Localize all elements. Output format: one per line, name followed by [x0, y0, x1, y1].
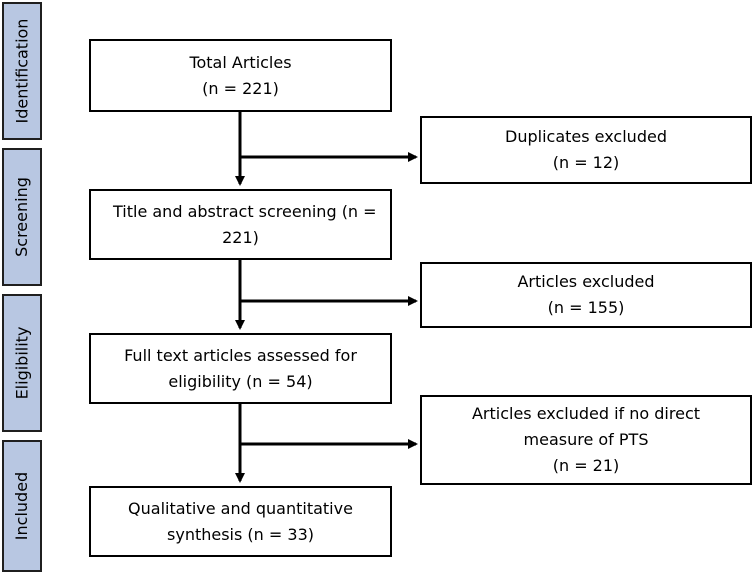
box-no-direct-measure-line1: Articles excluded if no direct — [471, 404, 701, 423]
box-duplicates-count: (n = 12) — [552, 153, 620, 172]
box-full-text-line1: Full text articles assessed for — [124, 345, 357, 365]
stage-eligibility: Eligibility — [2, 294, 42, 432]
stage-included-label: Included — [12, 471, 31, 541]
box-full-text-line2: eligibility (n = 54) — [168, 371, 313, 391]
box-no-direct-measure: Articles excluded if no direct measure o… — [420, 395, 752, 485]
box-full-text-assessed: Full text articles assessed for eligibil… — [89, 333, 392, 404]
stage-screening: Screening — [2, 148, 42, 286]
box-total-articles-title: Total Articles — [189, 52, 292, 72]
box-synthesis-line2: synthesis (n = 33) — [167, 524, 314, 544]
box-no-direct-measure-count: (n = 21) — [552, 456, 620, 475]
box-total-articles-count: (n = 221) — [202, 78, 279, 98]
box-duplicates-excluded: Duplicates excluded (n = 12) — [420, 116, 752, 184]
box-duplicates-title: Duplicates excluded — [505, 127, 667, 146]
box-title-abstract-screening: Title and abstract screening (n = 221) — [89, 189, 392, 260]
box-total-articles: Total Articles (n = 221) — [89, 39, 392, 112]
box-title-abstract-line2: 221) — [222, 227, 259, 247]
box-articles-excluded-title: Articles excluded — [517, 272, 655, 291]
box-title-abstract-line1: Title and abstract screening (n = — [113, 201, 377, 221]
stage-identification-label: Identification — [12, 18, 31, 124]
box-articles-excluded: Articles excluded (n = 155) — [420, 262, 752, 328]
stage-identification: Identification — [2, 2, 42, 140]
stage-screening-label: Screening — [12, 177, 31, 257]
box-synthesis: Qualitative and quantitative synthesis (… — [89, 486, 392, 557]
stage-included: Included — [2, 440, 42, 572]
stage-eligibility-label: Eligibility — [12, 326, 31, 400]
box-no-direct-measure-line2: measure of PTS — [523, 430, 649, 449]
box-articles-excluded-count: (n = 155) — [547, 298, 625, 317]
box-synthesis-line1: Qualitative and quantitative — [128, 498, 353, 518]
